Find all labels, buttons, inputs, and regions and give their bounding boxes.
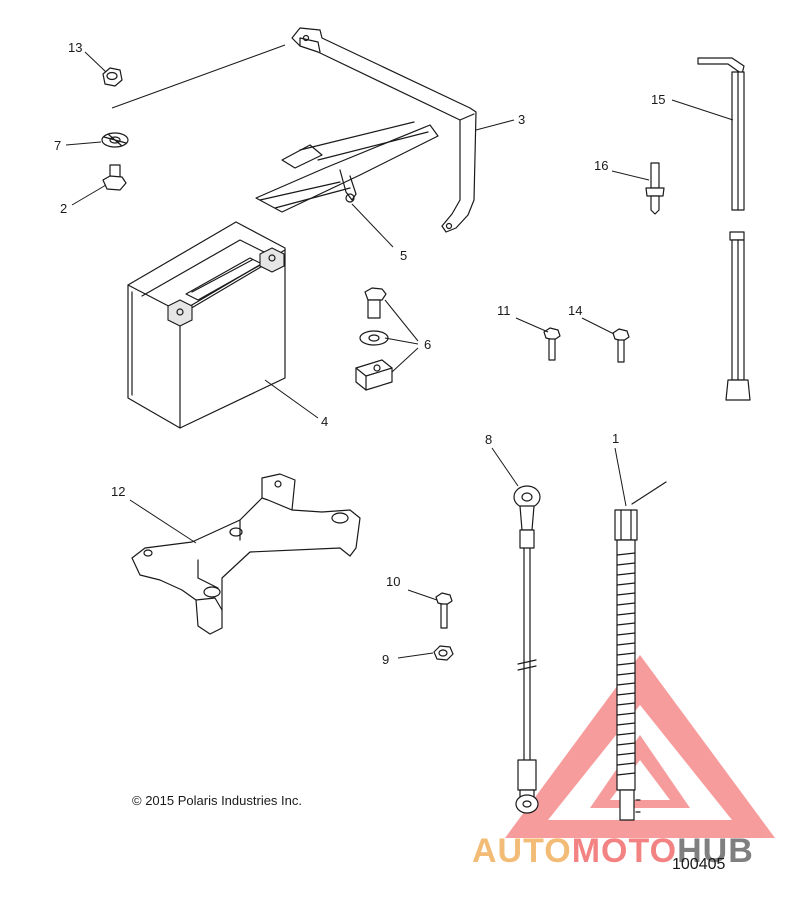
part-12-plate [131,473,361,635]
callout-7: 7 [54,138,61,153]
watermark-wordmark: AUTOMOTOHUB [472,832,754,870]
callout-10: 10 [386,574,400,589]
callout-14: 14 [568,303,582,318]
watermark-logo [505,655,775,838]
callout-5: 5 [400,248,407,263]
callout-9: 9 [382,652,389,667]
part-16-pin [645,162,665,215]
callout-labels: 13 7 2 3 5 6 4 12 11 14 15 16 10 9 8 1 [54,40,665,667]
callout-13: 13 [68,40,82,55]
callout-16: 16 [594,158,608,173]
part-11-screw [543,327,561,361]
callout-3: 3 [518,112,525,127]
part-13-nut [102,67,123,87]
copyright-text: © 2015 Polaris Industries Inc. [132,793,302,808]
part-1-cable [614,481,667,821]
part-8-cable [513,485,541,814]
part-5-strap [255,121,439,213]
watermark-word-hub: HUB [677,832,754,870]
callout-8: 8 [485,432,492,447]
callout-15: 15 [651,92,665,107]
watermark-word-moto: MOTO [572,832,677,870]
callout-4: 4 [321,414,328,429]
part-4-battery [127,221,286,429]
callout-1: 1 [612,431,619,446]
part-10-bolt [435,592,453,629]
part-6-hardware [355,287,393,391]
part-7-washer [101,132,129,148]
part-3-bracket [291,27,477,233]
callout-11: 11 [497,303,511,318]
diagram-number: 100405 [672,856,725,873]
leader-lines [65,44,734,659]
callout-2: 2 [60,201,67,216]
part-14-screw [612,328,630,363]
part-2-bolt [102,164,127,191]
part-9-nut [433,645,454,661]
callout-6: 6 [424,337,431,352]
callout-12: 12 [111,484,125,499]
watermark-word-auto: AUTO [472,832,572,870]
part-15-rod [697,57,751,401]
